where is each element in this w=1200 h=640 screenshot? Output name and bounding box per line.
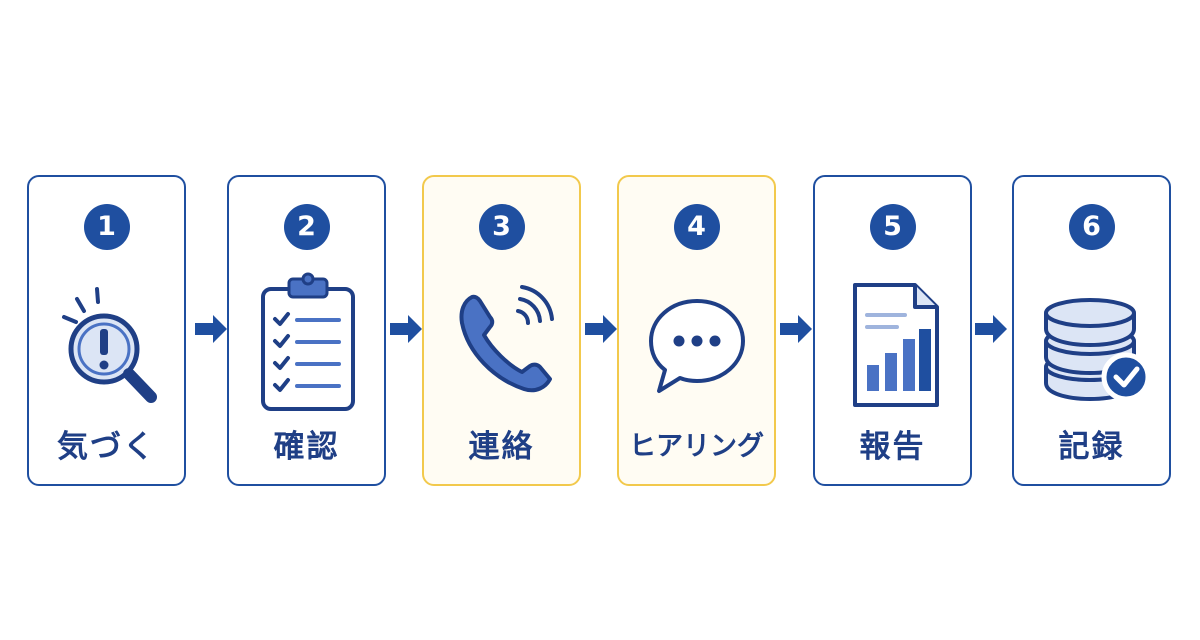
step-label: 確認 (273, 429, 340, 465)
speech-bubble-icon (648, 299, 745, 393)
step-label: 連絡 (468, 429, 535, 465)
flow-arrow-icon (390, 315, 422, 343)
step-label: ヒアリング (629, 431, 764, 462)
phone-icon (459, 285, 554, 393)
report-document-icon (852, 283, 939, 407)
flow-arrow-icon (975, 315, 1007, 343)
step-number-badge: 1 (83, 204, 130, 250)
step-card-3: 3 連絡 (422, 175, 581, 486)
step-label: 気づく (57, 429, 156, 465)
magnifier-exclamation-icon (61, 287, 157, 403)
step-card-2: 2 確認 (227, 175, 386, 486)
step-card-1: 1 気づく (27, 175, 186, 486)
step-number-badge: 4 (673, 204, 720, 250)
step-card-5: 5 報告 (813, 175, 972, 486)
clipboard-checklist-icon (260, 272, 355, 411)
step-label: 記録 (1058, 429, 1125, 465)
step-label: 報告 (859, 429, 926, 465)
step-number-badge: 3 (478, 204, 525, 250)
database-check-icon (1043, 298, 1150, 402)
step-number-badge: 6 (1068, 204, 1115, 250)
step-card-4: 4 ヒアリング (617, 175, 776, 486)
step-card-6: 6 記録 (1012, 175, 1171, 486)
flow-arrow-icon (780, 315, 812, 343)
step-number-badge: 5 (869, 204, 916, 250)
step-number-badge: 2 (283, 204, 330, 250)
flow-arrow-icon (195, 315, 227, 343)
flow-arrow-icon (585, 315, 617, 343)
